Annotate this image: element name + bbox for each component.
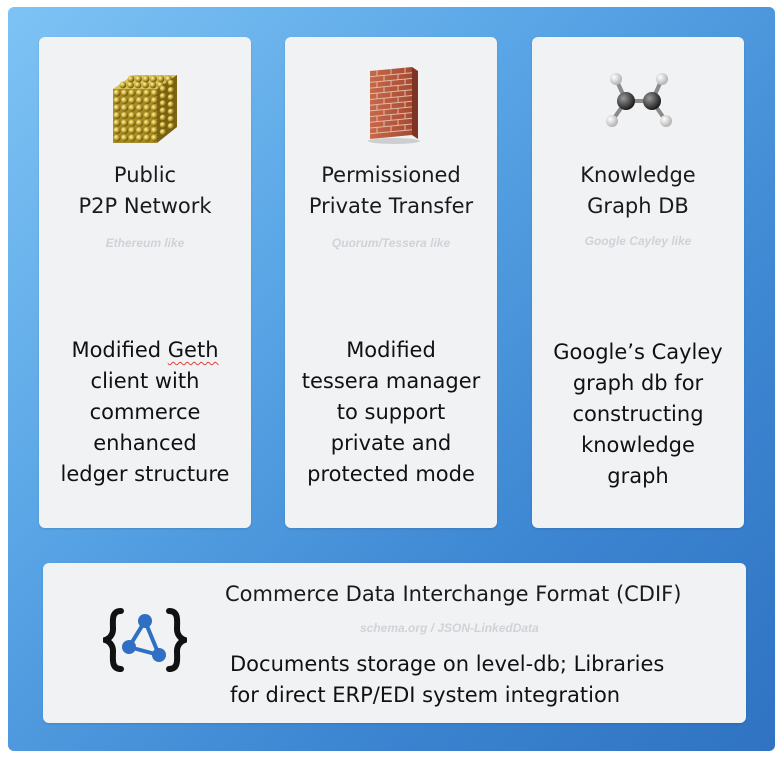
card-title: Knowledge Graph DB <box>580 163 696 218</box>
card-description: Modified Geth client with commerce enhan… <box>60 338 230 486</box>
brick-wall-icon <box>285 65 497 145</box>
cdif-title: Commerce Data Interchange Format (CDIF) <box>225 582 682 606</box>
spellcheck-mark: Geth <box>167 338 219 362</box>
card-subtitle: Quorum/Tessera like <box>331 236 451 250</box>
card-description: Modified tessera manager to support priv… <box>301 338 481 486</box>
cdif-subtitle: schema.org / JSON-LinkedData <box>360 621 539 635</box>
cdif-description: Documents storage on level-db; Libraries… <box>230 652 665 707</box>
card-knowledge-graph: Knowledge Graph DB Google Cayley like Go… <box>532 37 744 528</box>
molecule-icon <box>532 65 744 135</box>
card-subtitle: Ethereum like <box>105 236 185 250</box>
card-title: Permissioned Private Transfer <box>308 163 474 218</box>
card-permissioned-transfer: Permissioned Private Transfer Quorum/Tes… <box>285 37 497 528</box>
card-title: Public P2P Network <box>78 163 212 218</box>
card-public-p2p: Public P2P Network Ethereum like Modifie… <box>39 37 251 528</box>
card-cdif: Commerce Data Interchange Format (CDIF) … <box>43 563 746 723</box>
card-subtitle: Google Cayley like <box>584 234 692 248</box>
gold-sphere-cube-icon <box>39 67 251 151</box>
linked-data-braces-icon <box>102 607 188 677</box>
card-description: Google’s Cayley graph db for constructin… <box>553 340 723 488</box>
